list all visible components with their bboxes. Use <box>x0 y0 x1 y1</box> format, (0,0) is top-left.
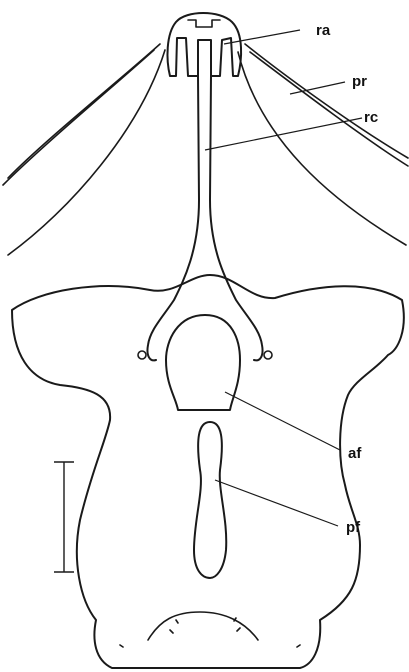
rostral-cap-notch <box>188 20 220 27</box>
label-rc: rc <box>364 109 378 126</box>
rostral-column <box>147 76 262 360</box>
leader-pf <box>215 480 338 526</box>
body-plate <box>12 275 404 668</box>
label-ra: ra <box>316 22 331 39</box>
posterior-pits <box>120 618 300 647</box>
posterior-notch <box>148 612 258 640</box>
label-pf: pf <box>346 519 361 536</box>
scale-bar <box>54 462 74 572</box>
leader-af <box>225 392 340 450</box>
right-hook-end <box>264 351 272 359</box>
left-hook-end <box>138 351 146 359</box>
lateral-process-right <box>245 44 408 166</box>
label-pr: pr <box>352 73 367 90</box>
posterior-fenestra <box>194 422 226 578</box>
anterior-fenestra <box>166 315 240 410</box>
leader-rc <box>205 118 362 150</box>
inner-curve-left <box>8 50 165 255</box>
label-af: af <box>348 445 362 462</box>
rostral-cap <box>168 13 242 76</box>
leader-ra <box>224 30 300 44</box>
